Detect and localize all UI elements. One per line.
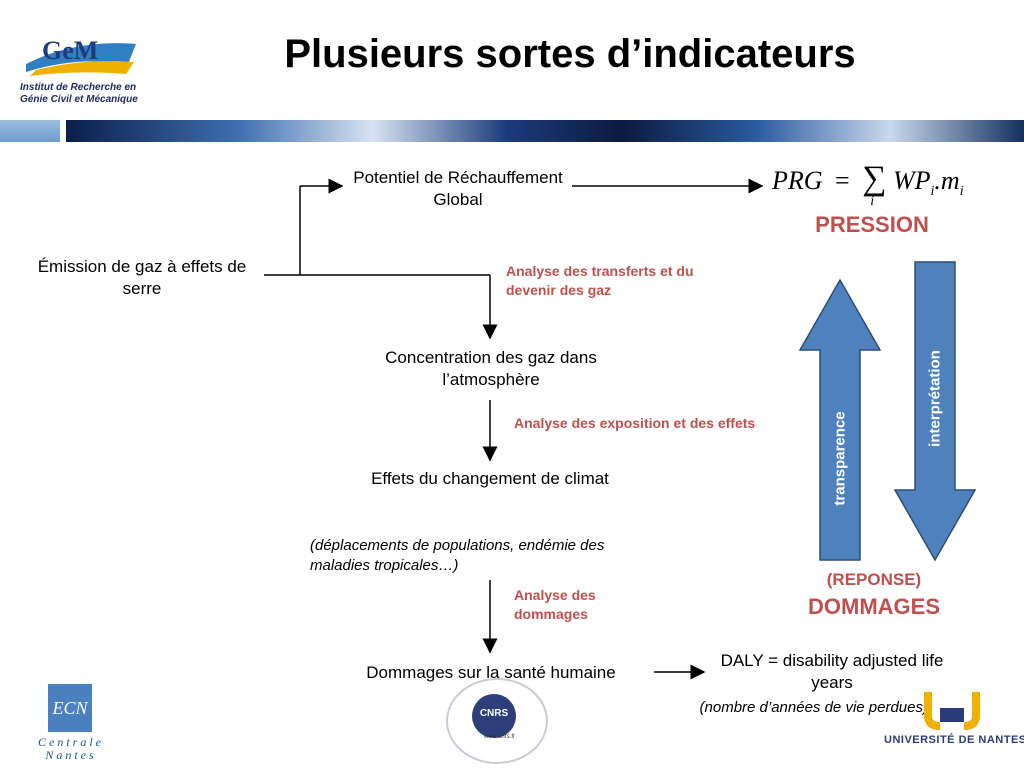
header-band (0, 118, 1024, 144)
node-effets: Effets du changement de climat (371, 469, 609, 488)
gem-logo: GeM Institut de Recherche en Génie Civil… (16, 34, 146, 109)
node-emission: Émission de gaz à effets de serre (37, 257, 247, 298)
ecn-logo-box: ECN (48, 684, 92, 732)
node-daly-note: (nombre d’années de vie perdues) (699, 699, 928, 716)
gem-logo-name: GeM (42, 36, 99, 65)
gem-logo-line2: Génie Civil et Mécanique (20, 94, 138, 105)
node-prg: Potentiel de Réchauffement Global (353, 168, 563, 209)
prg-formula: PRG = ∑ i WPi.mi (772, 160, 1002, 210)
page-title: Plusieurs sortes d’indicateurs (284, 32, 856, 76)
gem-logo-line1: Institut de Recherche en (20, 82, 137, 93)
label-reponse: (REPONSE) (826, 570, 922, 589)
cnrs-logo-icon (446, 678, 548, 764)
label-transparence: transparence (831, 411, 849, 506)
cnrs-logo: CNRS www.cnrs.fr (444, 676, 550, 766)
label-dommages: DOMMAGES (808, 594, 940, 619)
univ-nantes-logo-icon (924, 692, 980, 730)
formula-sigma: ∑ (862, 160, 887, 197)
note-exposition: Analyse des exposition et des effets (514, 415, 756, 431)
formula-eq: = (835, 166, 850, 195)
node-dommages-sante: Dommages sur la santé humaine (366, 663, 616, 682)
formula-m: m (940, 166, 960, 195)
node-daly: DALY = disability adjusted life years (720, 651, 944, 692)
formula-dot: . (934, 166, 941, 195)
label-interpretation: interprétation (926, 350, 944, 447)
arrow-down-interpretation (893, 261, 977, 562)
node-concentration: Concentration des gaz dans l’atmosphère (385, 348, 597, 389)
formula-wp: WP (892, 166, 931, 195)
univ-nantes-logo: UNIVERSITÉ DE NANTES (880, 690, 1024, 754)
ecn-logo: ECN Centrale Nantes (36, 684, 106, 764)
formula-lhs: PRG (772, 166, 823, 195)
label-pression: PRESSION (815, 212, 929, 237)
ecn-logo-nantes: Nantes (45, 748, 97, 762)
node-effets-note: (déplacements de populations, endémie de… (310, 537, 605, 574)
cnrs-logo-name: CNRS (479, 708, 509, 719)
formula-m-sub: i (959, 184, 964, 200)
cnrs-logo-url: www.cnrs.fr (484, 734, 516, 740)
arrow-up-transparence (798, 278, 882, 561)
note-transferts: Analyse des transferts et du devenir des… (506, 263, 694, 298)
note-dommages: Analyse des dommages (514, 587, 596, 622)
univ-nantes-name: UNIVERSITÉ DE NANTES (884, 734, 1024, 746)
gem-logo-icon (26, 43, 136, 76)
ecn-logo-centrale: Centrale (38, 735, 104, 749)
formula-sigma-sub: i (870, 194, 875, 209)
formula-wp-sub: i (930, 184, 935, 200)
